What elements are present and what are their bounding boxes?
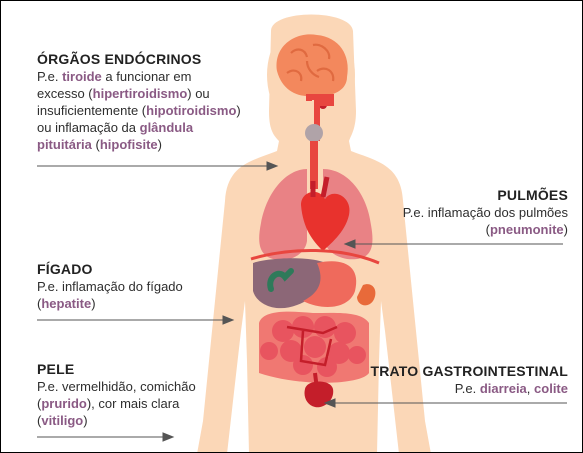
vitiligo-term: vitiligo [41,413,83,428]
thyroid-term: tiroide [62,69,102,84]
endocrine-title: ÓRGÃOS ENDÓCRINOS [37,51,241,68]
endocrine-text: a funcionar em [102,69,192,84]
thyroid [305,124,323,142]
liver-text: ) [91,296,95,311]
colitis-term: colite [534,381,568,396]
hypothyroidism-term: hipotiroidismo [146,103,236,118]
endocrine-text: ) [236,103,240,118]
endocrine-text: P.e. [37,69,62,84]
hyperthyroidism-term: hipertiroidismo [93,86,188,101]
liver-callout: FÍGADO P.e. inflamação do fígado (hepati… [37,261,183,312]
pneumonitis-term: pneumonite [490,222,564,237]
liver-title: FÍGADO [37,261,183,278]
pituitary-term: pituitária [37,137,92,152]
hepatitis-term: hepatite [41,296,91,311]
lungs-text: ) [564,222,568,237]
pruritus-term: prurido [41,396,87,411]
gi-text: , [527,381,534,396]
diarrhea-term: diarreia [480,381,527,396]
gi-text: P.e. [455,381,480,396]
lungs-callout: PULMÕES P.e. inflamação dos pulmões (pne… [403,187,568,238]
endocrine-text: insuficientemente ( [37,103,146,118]
endocrine-callout: ÓRGÃOS ENDÓCRINOS P.e. tiroide a funcion… [37,51,241,153]
lungs-title: PULMÕES [403,187,568,204]
gland-term: glândula [140,120,193,135]
hypophysitis-term: hipofisite [100,137,158,152]
skin-callout: PELE P.e. vermelhidão, comichão (prurido… [37,361,196,429]
gi-callout: TRATO GASTROINTESTINAL P.e. diarreia, co… [370,363,568,397]
endocrine-text: ) ou [187,86,209,101]
gi-title: TRATO GASTROINTESTINAL [370,363,568,380]
endocrine-text: ou inflamação da [37,120,140,135]
skin-text: ) [83,413,87,428]
brain [277,34,348,96]
skin-text: ), cor mais clara [87,396,179,411]
endocrine-text: excesso ( [37,86,93,101]
endocrine-text: ( [92,137,100,152]
liver-text: P.e. inflamação do fígado [37,278,183,295]
lungs-text: P.e. inflamação dos pulmões [403,204,568,221]
skin-title: PELE [37,361,196,378]
skin-text: P.e. vermelhidão, comichão [37,378,196,395]
endocrine-text: ) [158,137,162,152]
